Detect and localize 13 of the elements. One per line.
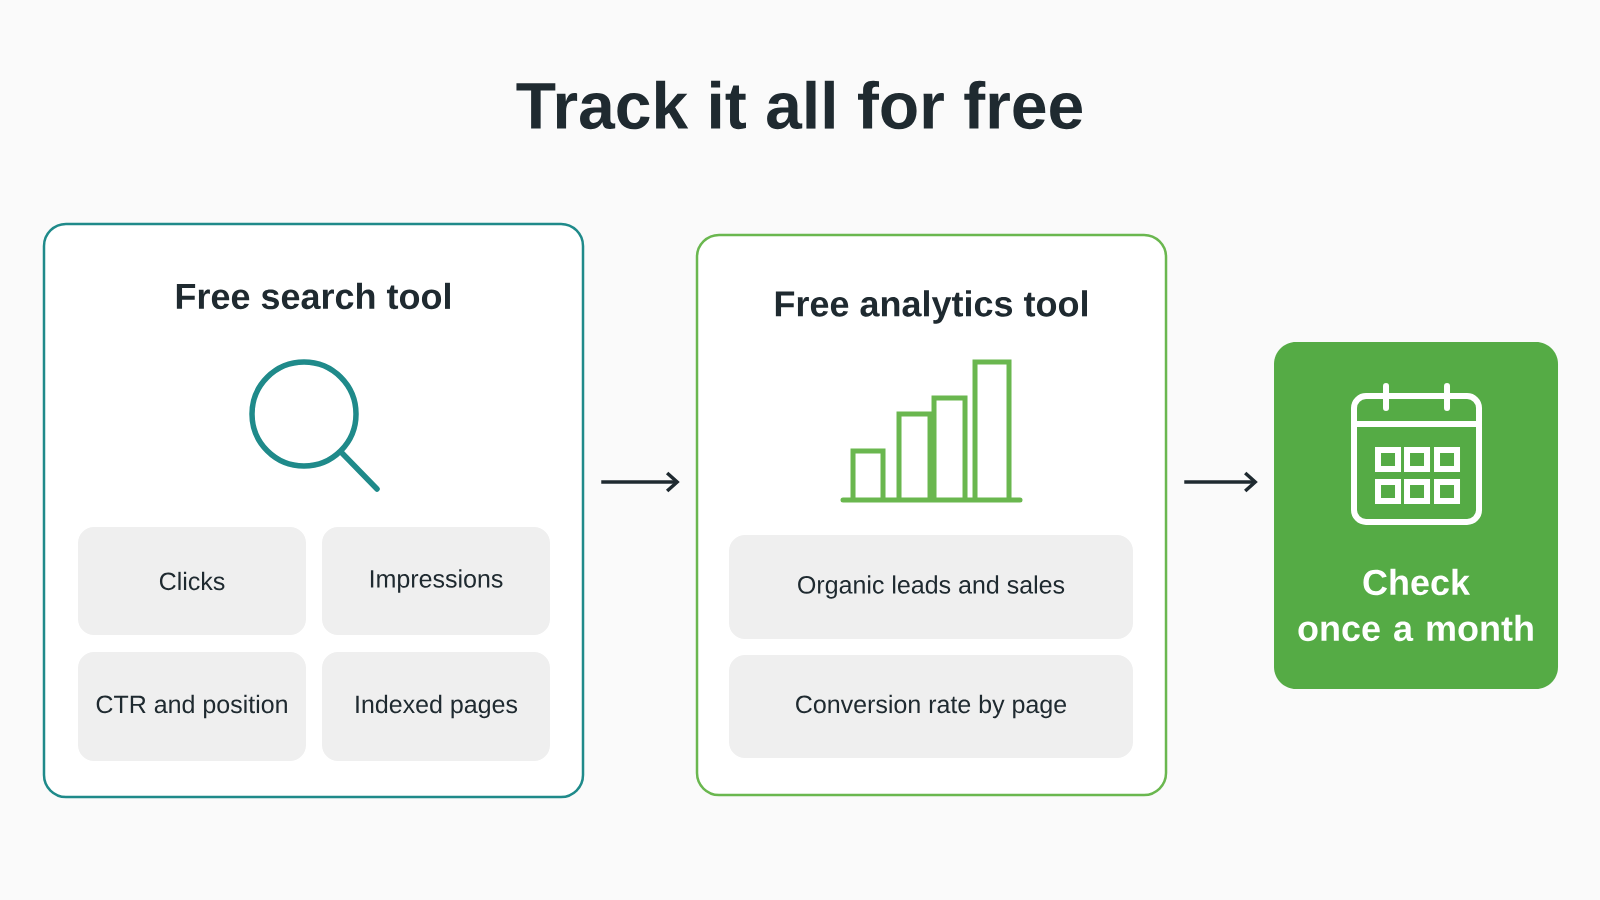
arrow (601, 471, 680, 493)
action-box (1274, 342, 1558, 689)
metric-tile: Conversion rate by page (729, 655, 1133, 758)
title: Track it all for free (516, 80, 1082, 130)
metric-tile: Indexed pages (322, 652, 550, 761)
arrow (1184, 471, 1258, 493)
metric-tile: Clicks (78, 527, 306, 635)
panel-heading: Free analytics tool (775, 290, 1087, 324)
panel-heading: Free search tool (176, 282, 450, 310)
metric-tile: Organic leads and sales (729, 535, 1133, 639)
action-text: Check once a month (1298, 568, 1533, 642)
metric-tile: CTR and position (78, 652, 306, 761)
metric-tile: Impressions (322, 527, 550, 635)
